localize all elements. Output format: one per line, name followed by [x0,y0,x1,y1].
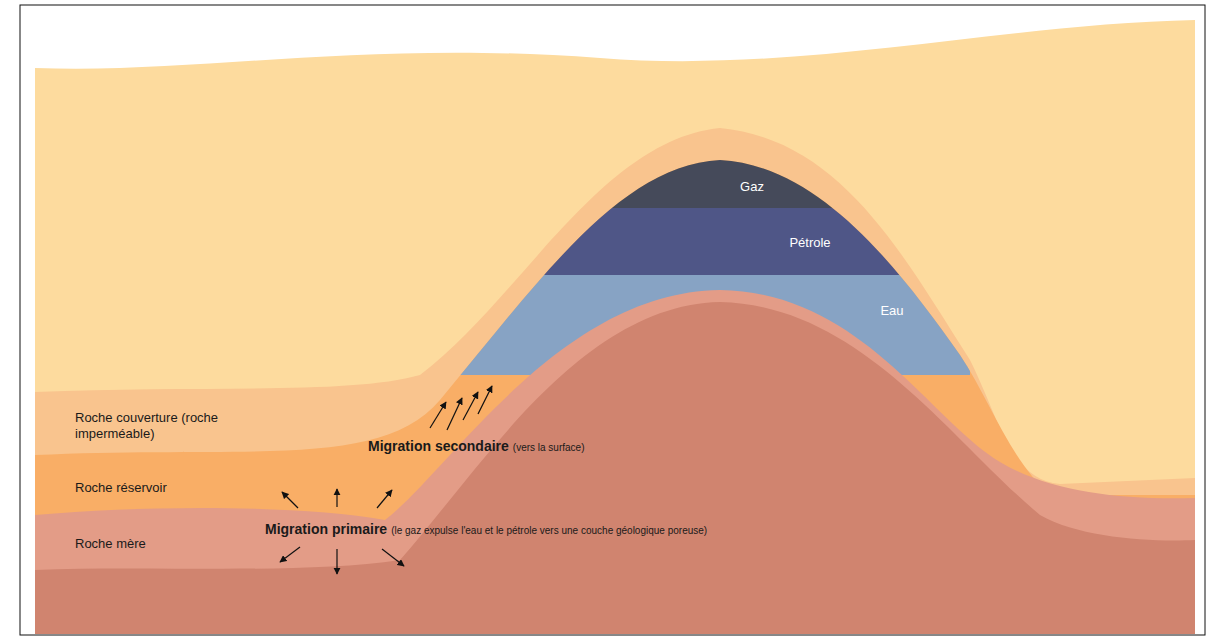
migration-title: Migration primaire [265,521,387,537]
oil-zone-label: Pétrole [785,233,834,252]
source-rock [35,290,1195,634]
migration-note: (vers la surface) [513,442,585,453]
migration-arrow [478,386,492,414]
zone-text: Gaz [740,179,764,194]
migration-arrow [382,549,404,566]
frame [20,5,1205,635]
water-zone-label: Eau [876,301,907,320]
oil-zone [430,208,990,275]
basement [35,302,1195,634]
migration-note: (le gaz expulse l'eau et le pétrole vers… [391,525,707,536]
migration-arrow [463,392,478,420]
layer-label: Roche couverture (roche imperméable) [75,410,235,441]
migration-arrows [280,386,492,574]
migration-caption: Migration secondaire (vers la surface) [368,438,585,454]
cap-rock [35,128,1195,634]
migration-arrow [282,492,298,508]
migration-arrow [336,489,337,507]
reservoir-rock [35,160,1195,634]
migration-title: Migration secondaire [368,438,509,454]
surface-layer [35,20,1195,634]
zone-text: Pétrole [789,235,830,250]
migration-arrow [377,490,392,508]
layer-label: Roche réservoir [75,480,235,496]
gas-zone-label: Gaz [736,177,768,196]
migration-arrow [336,549,337,574]
migration-arrow [447,398,462,430]
layer-label: Roche mère [75,536,235,552]
migration-arrow [280,547,300,562]
zone-text: Eau [880,303,903,318]
gas-zone [430,140,990,208]
migration-caption: Migration primaire (le gaz expulse l'eau … [265,521,707,537]
migration-arrow [430,402,446,428]
